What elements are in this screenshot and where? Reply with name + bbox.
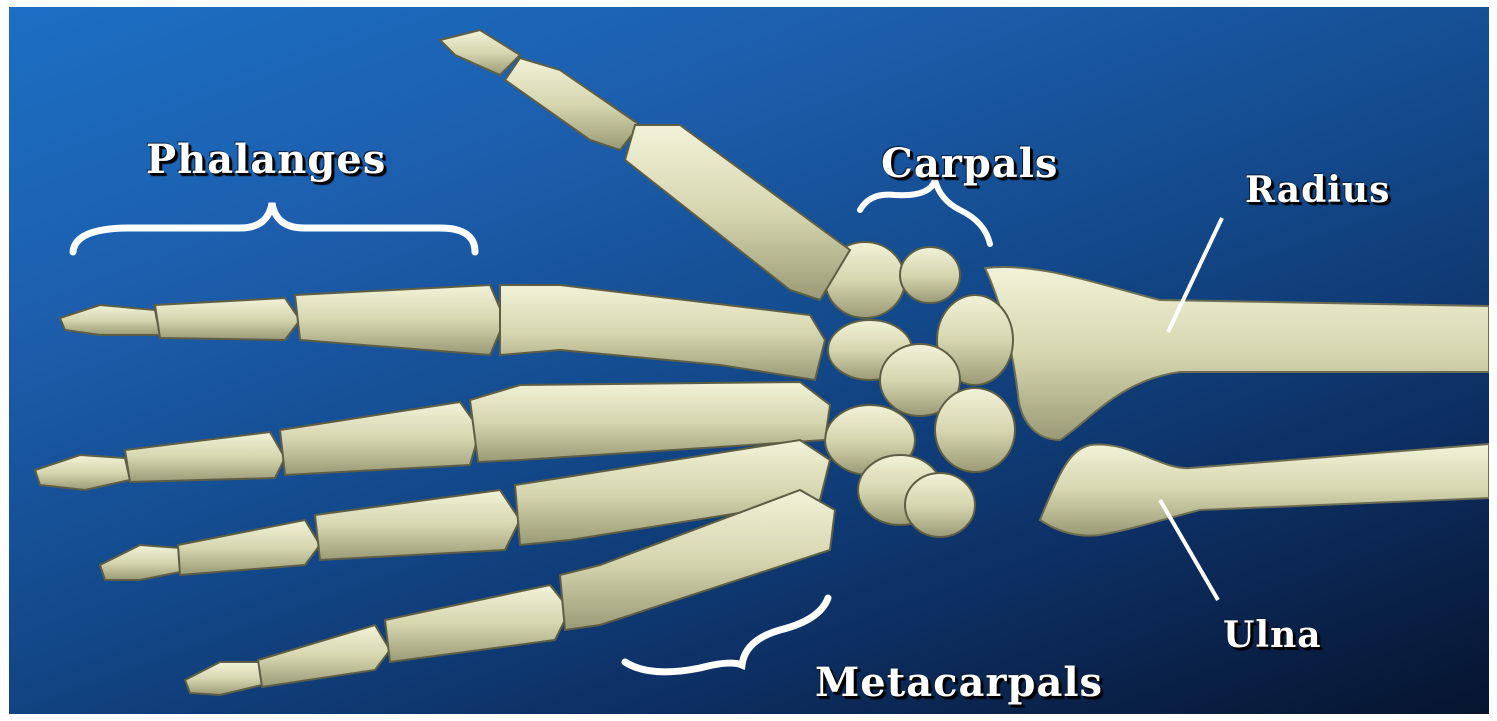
phalanges-bracket <box>73 203 475 252</box>
hand-skeleton-illustration: Phalanges Carpals Radius Ulna Metacarpal… <box>9 7 1489 714</box>
index-finger-bones <box>60 285 825 380</box>
thumb-bones <box>440 30 850 300</box>
label-carpals: Carpals <box>881 144 1058 184</box>
carpal-bones <box>825 242 1015 537</box>
label-phalanges: Phalanges <box>146 140 386 180</box>
ulna-bone <box>1040 444 1489 536</box>
carpals-bracket <box>860 180 990 244</box>
radius-bone <box>985 267 1489 440</box>
metacarpals-bracket <box>625 598 828 672</box>
bones-artwork <box>9 7 1489 714</box>
label-radius: Radius <box>1245 172 1390 208</box>
label-ulna: Ulna <box>1223 617 1322 653</box>
ulna-pointer-line <box>1160 500 1218 600</box>
label-metacarpals: Metacarpals <box>815 663 1103 703</box>
